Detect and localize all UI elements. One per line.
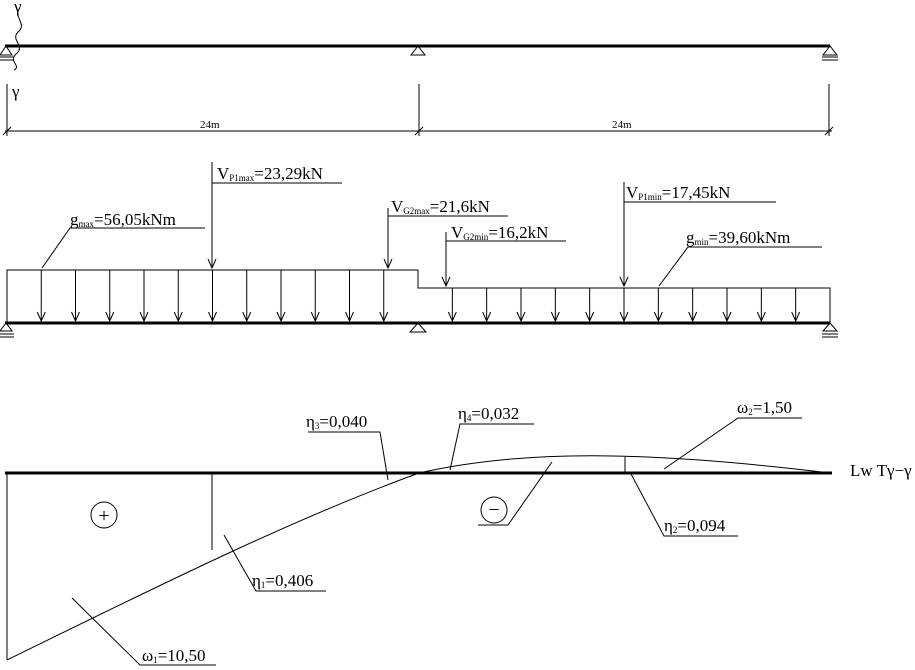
load-arrow-head: [688, 311, 698, 323]
svg-text:+: +: [98, 505, 109, 527]
point-load-v-p1min: [619, 182, 629, 288]
support-mid-loaded: [408, 322, 428, 333]
influence-curve-negative: [418, 455, 831, 474]
label-eta4: η4=0,032: [458, 404, 519, 423]
label-v-p1min: VP1min=17,45kN: [626, 183, 730, 202]
load-arrow-head: [276, 311, 286, 323]
loaded-beam: gmax=56,05kNm gmin=39,60kNm VP1max=23,29…: [0, 162, 839, 338]
label-eta3: η3=0,040: [306, 412, 367, 431]
support-left-top: [0, 45, 14, 61]
load-arrow-head: [791, 311, 801, 323]
leader-minus: [478, 461, 553, 526]
leader-eta2: [629, 471, 738, 537]
label-eta2: η2=0,094: [664, 516, 726, 535]
load-arrow-head: [756, 311, 766, 323]
label-eta1: η1=0,406: [252, 571, 313, 590]
influence-line-title: Lw Tγ−γ: [850, 461, 912, 480]
leader-eta3: [308, 431, 389, 481]
distributed-load-arrows-max: [36, 270, 389, 323]
load-arrow-head: [105, 311, 115, 323]
influence-line-diagram: + − η1=0,406 η2=0,094 η3=0,040 η4=0,032 …: [5, 398, 912, 666]
dimension-line: 24m 24m: [2, 84, 834, 136]
label-g-min: gmin=39,60kNm: [686, 228, 790, 247]
load-arrow-head: [550, 311, 560, 323]
section-symbol-bottom: γ: [11, 82, 20, 101]
point-load-v-g2min: [441, 232, 451, 288]
load-arrow-head: [653, 311, 663, 323]
leader-omega2: [663, 417, 802, 470]
load-arrow-head: [173, 311, 183, 323]
label-v-g2min: VG2min=16,2kN: [451, 223, 548, 242]
section-symbol-top: γ: [13, 0, 22, 16]
support-right-loaded: [821, 322, 839, 338]
load-arrow-head: [722, 311, 732, 323]
plus-sign-circle: +: [90, 501, 118, 529]
load-arrow-head: [345, 311, 354, 323]
label-v-p1max: VP1max=23,29kN: [217, 164, 323, 183]
load-arrow-head: [71, 311, 80, 323]
load-arrow-head: [447, 311, 457, 323]
span-label-1: 24m: [200, 119, 220, 131]
span-label-2: 24m: [612, 119, 632, 131]
label-omega2: ω2=1,50: [737, 398, 792, 417]
point-load-v-g2max: [383, 208, 393, 270]
load-arrow-head: [619, 311, 629, 323]
leader-eta1: [223, 534, 326, 592]
leader-eta4: [449, 423, 534, 471]
top-beam: γ γ: [0, 0, 839, 101]
load-arrow-head: [208, 311, 217, 323]
influence-curve: [6, 472, 420, 661]
load-arrow-head: [482, 311, 492, 323]
label-g-max: gmax=56,05kNm: [70, 210, 176, 229]
support-left-loaded: [0, 322, 14, 338]
point-load-v-p1max: [207, 162, 217, 270]
support-right-top: [821, 45, 839, 61]
load-arrow-head: [310, 311, 320, 323]
support-mid-top: [409, 45, 427, 56]
leader-g-min: [658, 246, 822, 287]
load-arrow-head: [379, 311, 389, 323]
label-omega1: ω1=10,50: [142, 646, 206, 665]
svg-text:−: −: [488, 499, 499, 521]
load-arrow-head: [242, 311, 252, 323]
label-v-g2max: VG2max=21,6kN: [391, 197, 490, 216]
leader-omega1: [71, 597, 216, 666]
distributed-load-arrows-min: [447, 288, 801, 323]
load-arrow-head: [36, 311, 46, 323]
load-arrow-head: [139, 311, 149, 323]
load-arrow-head: [516, 311, 526, 323]
section-cut-mark: [12, 7, 22, 71]
minus-sign-circle: −: [480, 496, 508, 524]
leader-g-max: [41, 227, 205, 269]
load-arrow-head: [585, 311, 595, 323]
